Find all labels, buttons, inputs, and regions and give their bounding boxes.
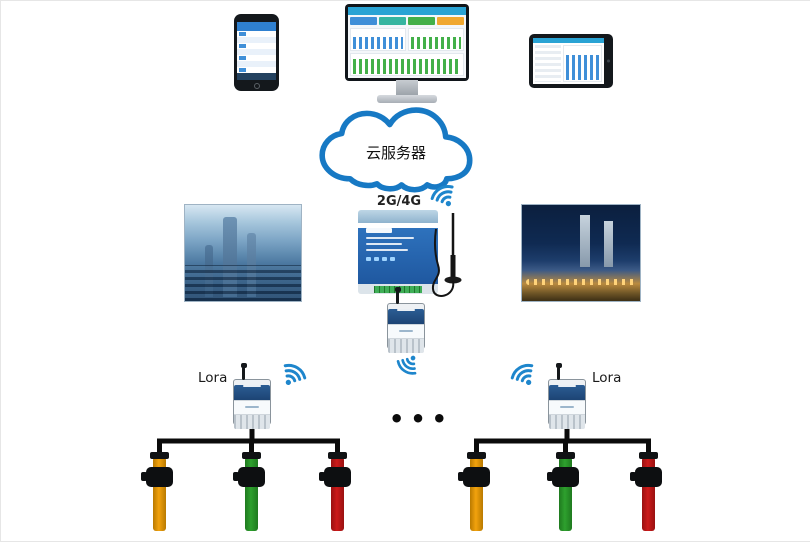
smartphone-app-header — [237, 22, 276, 31]
tablet-chart-area — [563, 45, 602, 82]
dashboard-chart-panel — [408, 28, 464, 51]
monitor-screen — [345, 4, 469, 81]
cloud-shape — [319, 107, 473, 193]
ct-clamp — [630, 467, 662, 487]
gateway-antenna — [431, 213, 462, 297]
wifi-icon — [430, 185, 454, 207]
dashboard-chart-panel — [350, 28, 406, 51]
ct-clamp — [319, 467, 351, 487]
factory-photo-left — [184, 204, 302, 302]
tablet-dashboard — [533, 38, 604, 84]
lora-label-right: Lora — [592, 370, 622, 386]
dashboard-header-bar — [348, 7, 466, 15]
sensor-red — [319, 452, 351, 531]
monitor-stand-neck — [396, 80, 418, 96]
gateway-front-panel — [358, 228, 438, 284]
ct-clamp — [141, 467, 173, 487]
cloud-server-label: 云服务器 — [365, 144, 426, 162]
module-antenna — [555, 363, 562, 380]
module-antenna — [240, 363, 247, 380]
dashboard-chart-panel — [350, 53, 464, 76]
phone-home-button — [253, 83, 260, 89]
tablet-list-area — [535, 45, 562, 82]
continuation-ellipsis: ••• — [389, 405, 454, 433]
lora-node-right — [548, 363, 586, 429]
dashboard-kpi-chips — [348, 15, 466, 25]
wifi-icon — [283, 363, 307, 386]
lora-label-left: Lora — [198, 370, 228, 386]
tablet-header-bar — [533, 38, 604, 43]
monitor-dashboard — [348, 7, 466, 78]
sensor-green — [547, 452, 579, 531]
sensor-red — [630, 452, 662, 531]
sensor-yellow — [458, 452, 490, 531]
ct-clamp — [458, 467, 490, 487]
tablet — [529, 34, 613, 88]
powerplant-photo-right — [521, 204, 641, 302]
din-collector-module — [387, 287, 425, 353]
smartphone-app-list — [237, 31, 276, 73]
gateway-top-panel — [358, 210, 438, 223]
network-type-label: 2G/4G — [376, 194, 422, 209]
wifi-icon — [396, 355, 417, 375]
smartphone — [234, 14, 279, 91]
lora-node-left — [233, 363, 271, 429]
monitor-stand-base — [377, 95, 437, 103]
smartphone-app-footer — [237, 73, 276, 80]
ct-clamp — [233, 467, 265, 487]
wifi-icon — [510, 363, 534, 386]
ct-clamp — [547, 467, 579, 487]
module-antenna — [394, 287, 401, 304]
sensor-yellow — [141, 452, 173, 531]
sensor-green — [233, 452, 265, 531]
smartphone-screen — [237, 22, 276, 80]
desktop-monitor — [345, 4, 469, 104]
dashboard-chart-grid — [350, 28, 464, 76]
tablet-camera-dot — [607, 59, 610, 63]
